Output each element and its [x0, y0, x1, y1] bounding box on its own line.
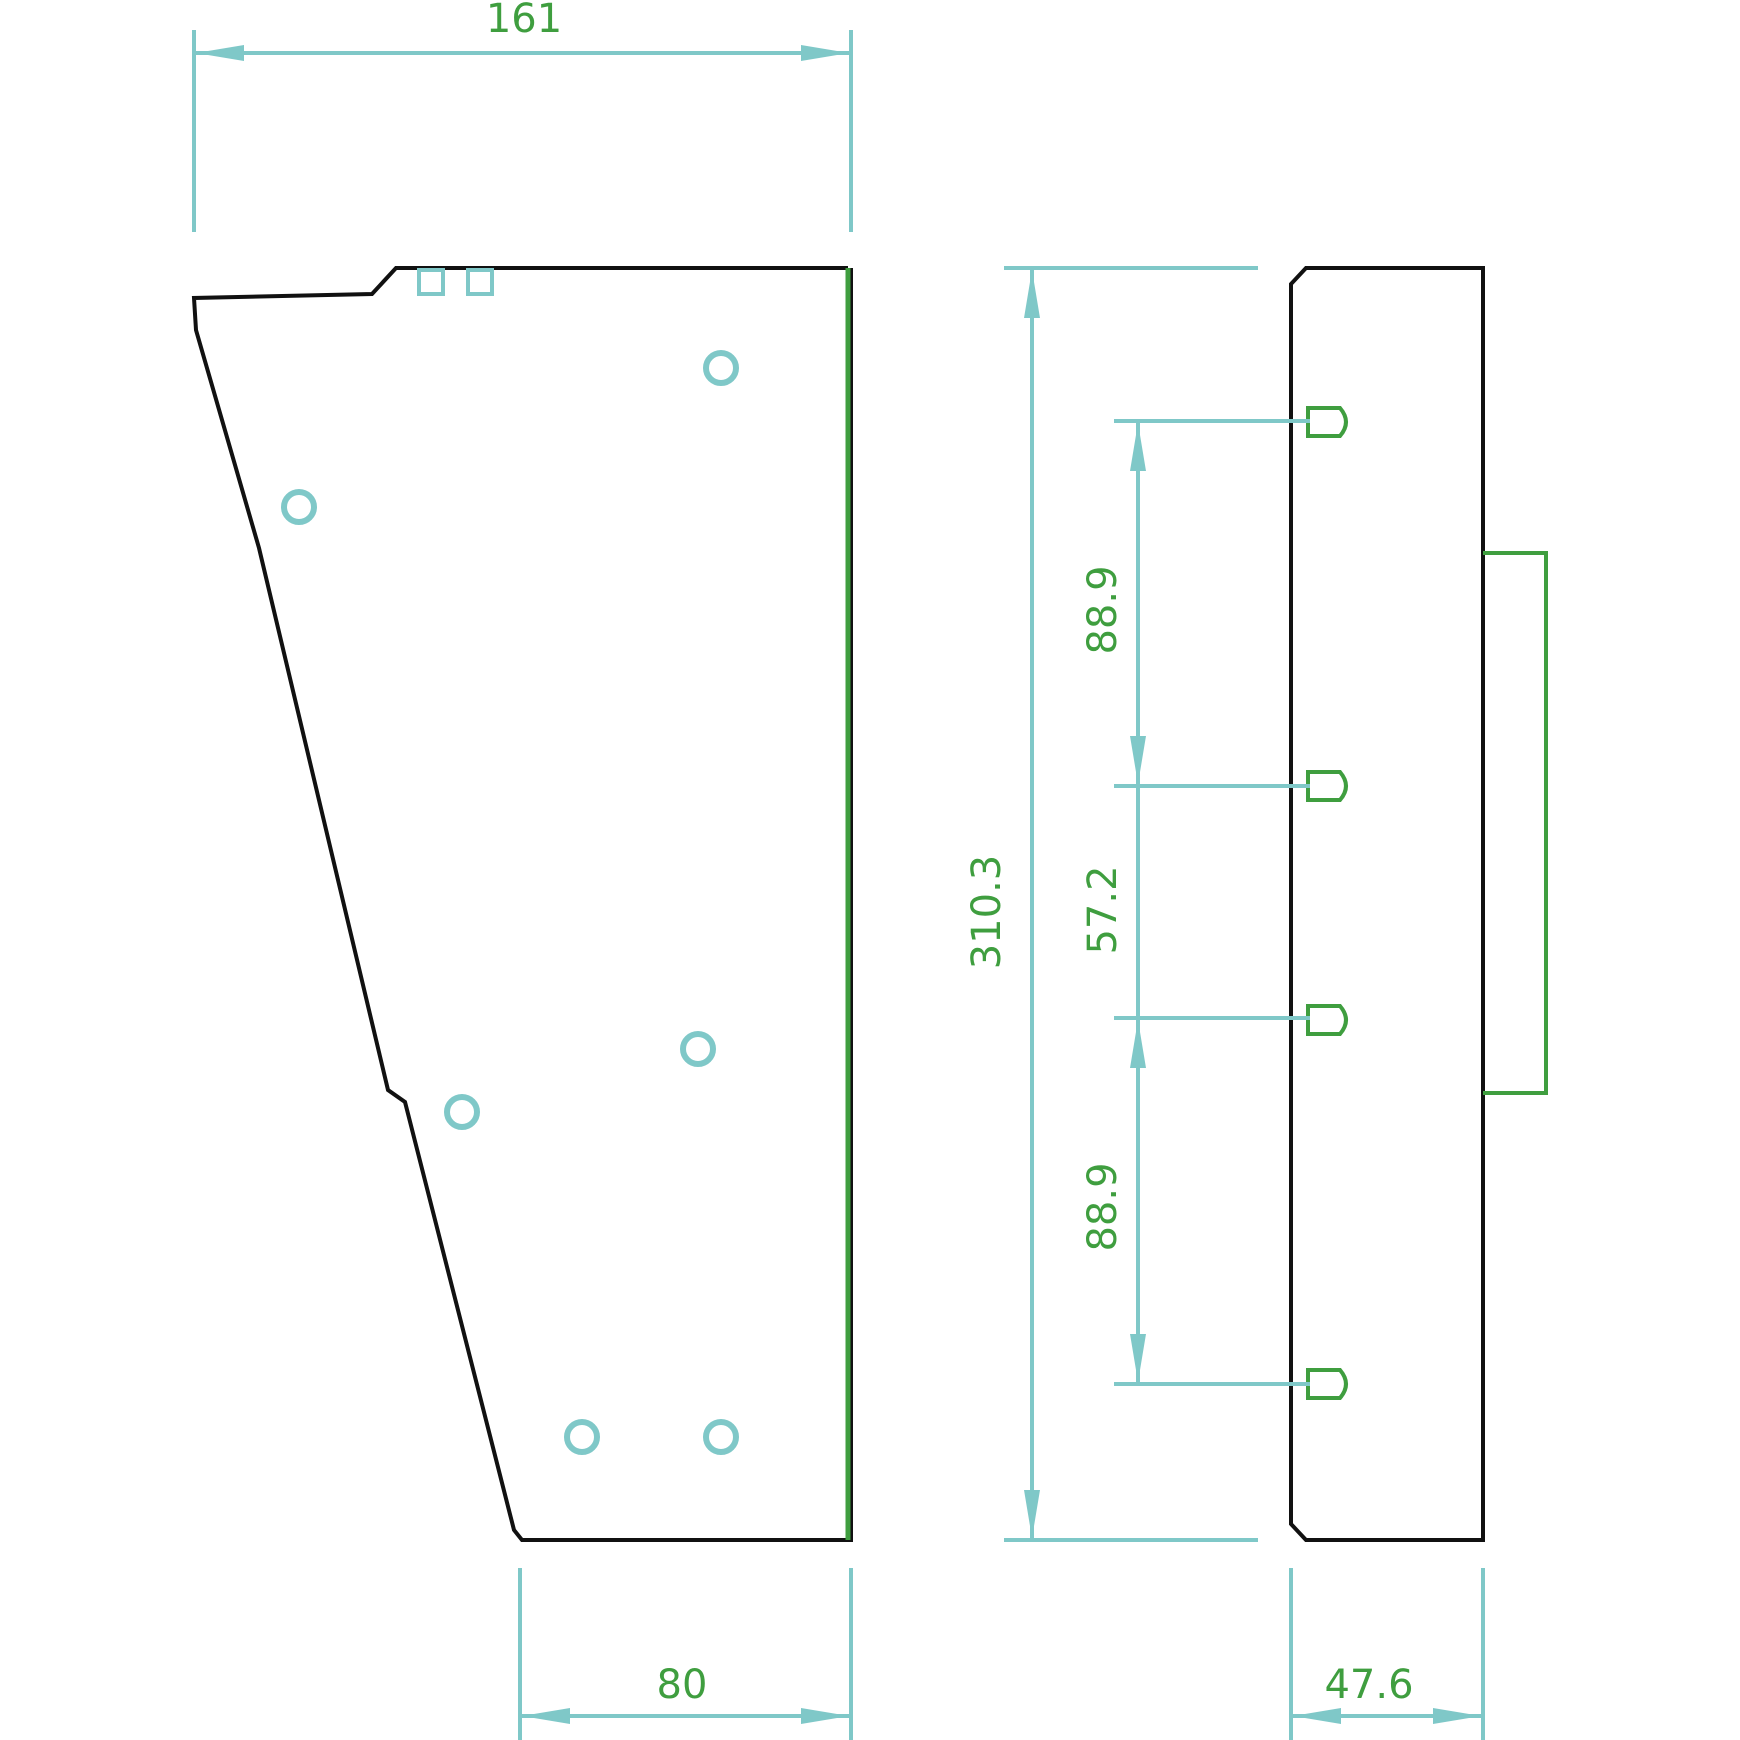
lower-spacing-label: 88.9	[1080, 1162, 1126, 1251]
mounting-holes	[281, 350, 739, 1455]
overall-height-dimension	[1004, 266, 1258, 1542]
bottom-width-dimension	[518, 1568, 853, 1740]
hole-middle-left	[444, 1094, 480, 1130]
slot-3	[1306, 1004, 1348, 1036]
slot-1	[1306, 406, 1348, 438]
height-arrow-bottom	[1024, 1490, 1040, 1538]
top-width-label: 161	[486, 0, 562, 42]
slot-2	[1306, 770, 1348, 802]
side-view: 310.3 88.9 57.2 88.9 47.6	[964, 266, 1548, 1740]
top-arrow-right	[801, 45, 849, 61]
top-slot-right	[466, 268, 494, 296]
hole-middle-right	[680, 1031, 716, 1067]
top-slot-left	[417, 268, 445, 296]
spacing-arrow-4	[1130, 1334, 1146, 1382]
top-arrow-left	[196, 45, 244, 61]
hole-bottom-right	[703, 1419, 739, 1455]
side-slots	[1306, 406, 1348, 1400]
bottom-width-label: 80	[657, 1662, 708, 1708]
middle-spacing-label: 57.2	[1080, 865, 1126, 954]
spacing-arrow-1	[1130, 423, 1146, 471]
side-width-label: 47.6	[1324, 1662, 1413, 1708]
bottom-arrow-left	[522, 1708, 570, 1724]
top-width-dimension	[192, 30, 853, 232]
height-arrow-top	[1024, 270, 1040, 318]
front-plate-outline	[191, 266, 853, 1542]
side-width-dimension	[1289, 1568, 1485, 1740]
hole-top-right	[703, 350, 739, 386]
front-view: 161 80	[191, 0, 853, 1740]
side-arrow-left	[1293, 1708, 1341, 1724]
side-plate-body	[1289, 266, 1485, 1542]
spacing-arrow-3	[1130, 1020, 1146, 1068]
bottom-arrow-right	[801, 1708, 849, 1724]
slot-4	[1306, 1368, 1348, 1400]
upper-spacing-label: 88.9	[1080, 565, 1126, 654]
hole-bottom-left	[564, 1419, 600, 1455]
side-bracket	[1483, 551, 1548, 1095]
spacing-arrow-2	[1130, 736, 1146, 784]
overall-height-label: 310.3	[964, 855, 1010, 970]
slot-spacing-dimensions	[1114, 419, 1310, 1386]
side-arrow-right	[1433, 1708, 1481, 1724]
hole-upper-left	[281, 489, 317, 525]
side-plate-outline	[1305, 268, 1312, 1540]
